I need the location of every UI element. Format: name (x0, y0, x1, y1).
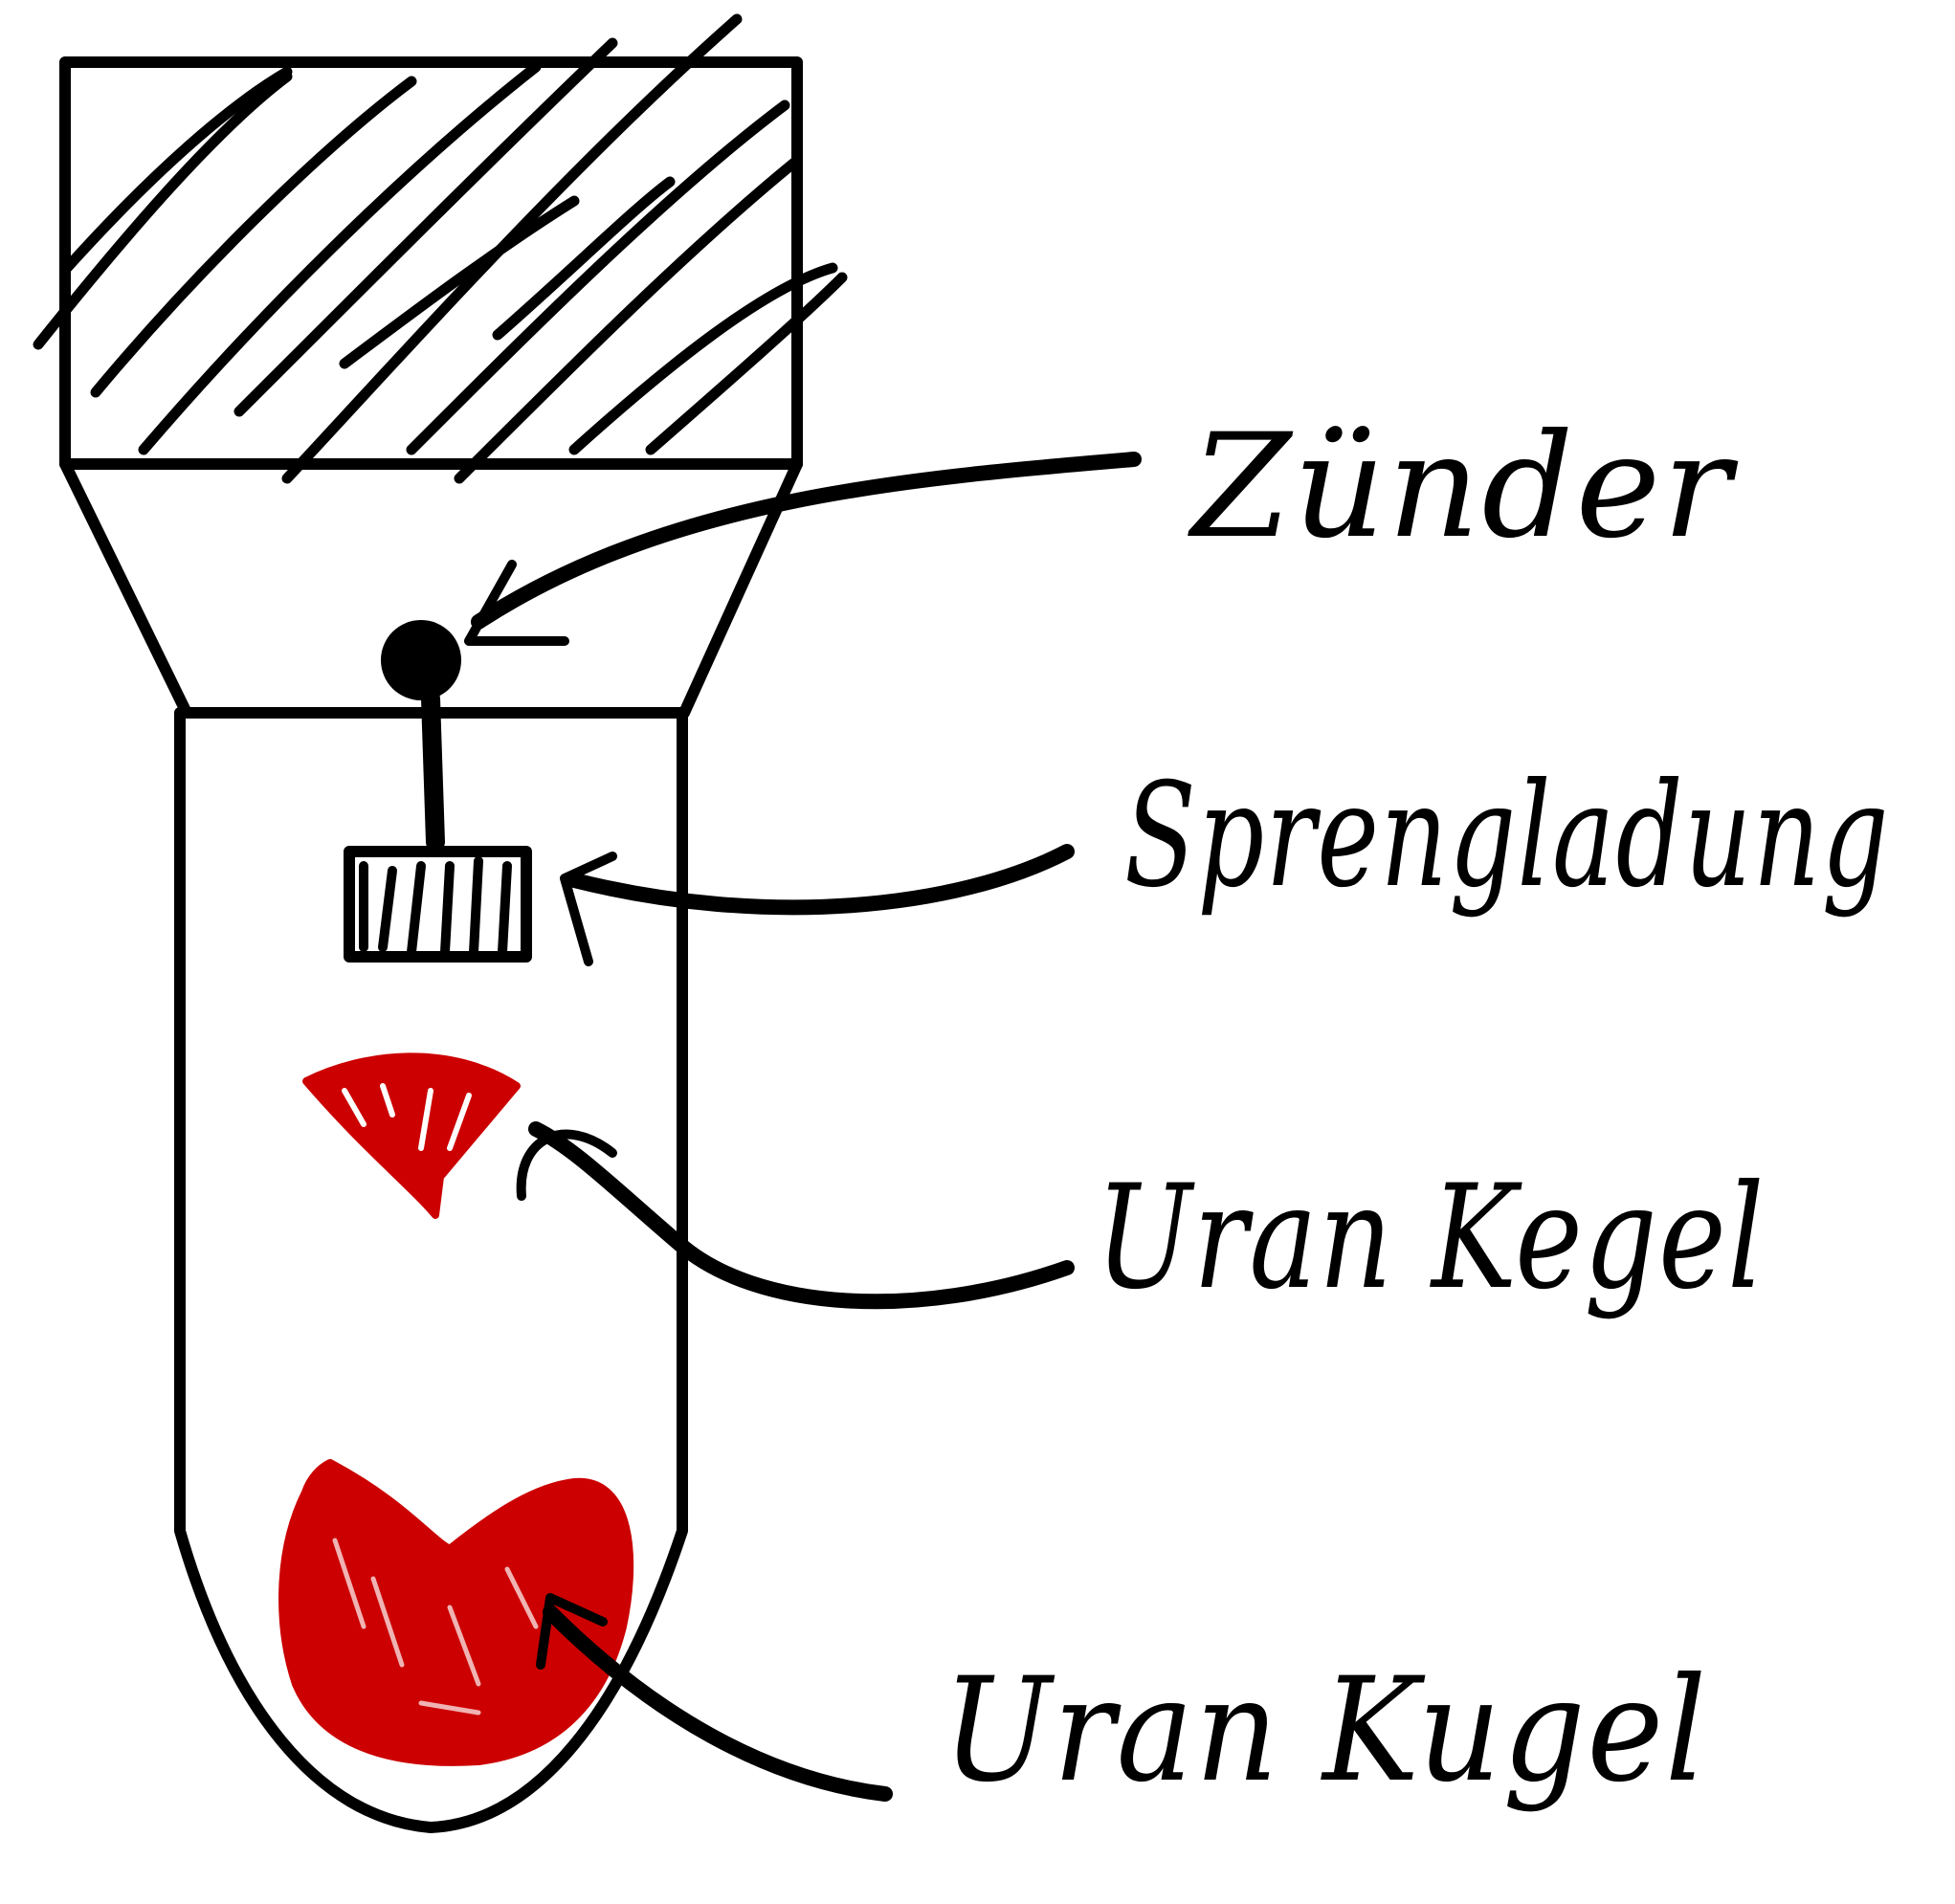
tail-box (38, 19, 842, 478)
detonator (381, 620, 461, 842)
arrow-detonator (469, 459, 1134, 641)
uranium-cone (306, 1056, 517, 1215)
label-uranium-sphere: Uran Kugel (943, 1648, 1708, 1814)
label-uranium-cone: Uran Kegel (1096, 1155, 1766, 1321)
detonator-ball (381, 620, 461, 700)
label-explosive-charge: Sprengladung (1124, 753, 1890, 919)
arrow-uranium-cone (522, 1129, 1067, 1301)
explosive-charge (349, 852, 526, 957)
tail-hatching (38, 19, 842, 478)
label-detonator: Zünder (1188, 404, 1739, 570)
arrow-explosive-charge (565, 852, 1067, 962)
